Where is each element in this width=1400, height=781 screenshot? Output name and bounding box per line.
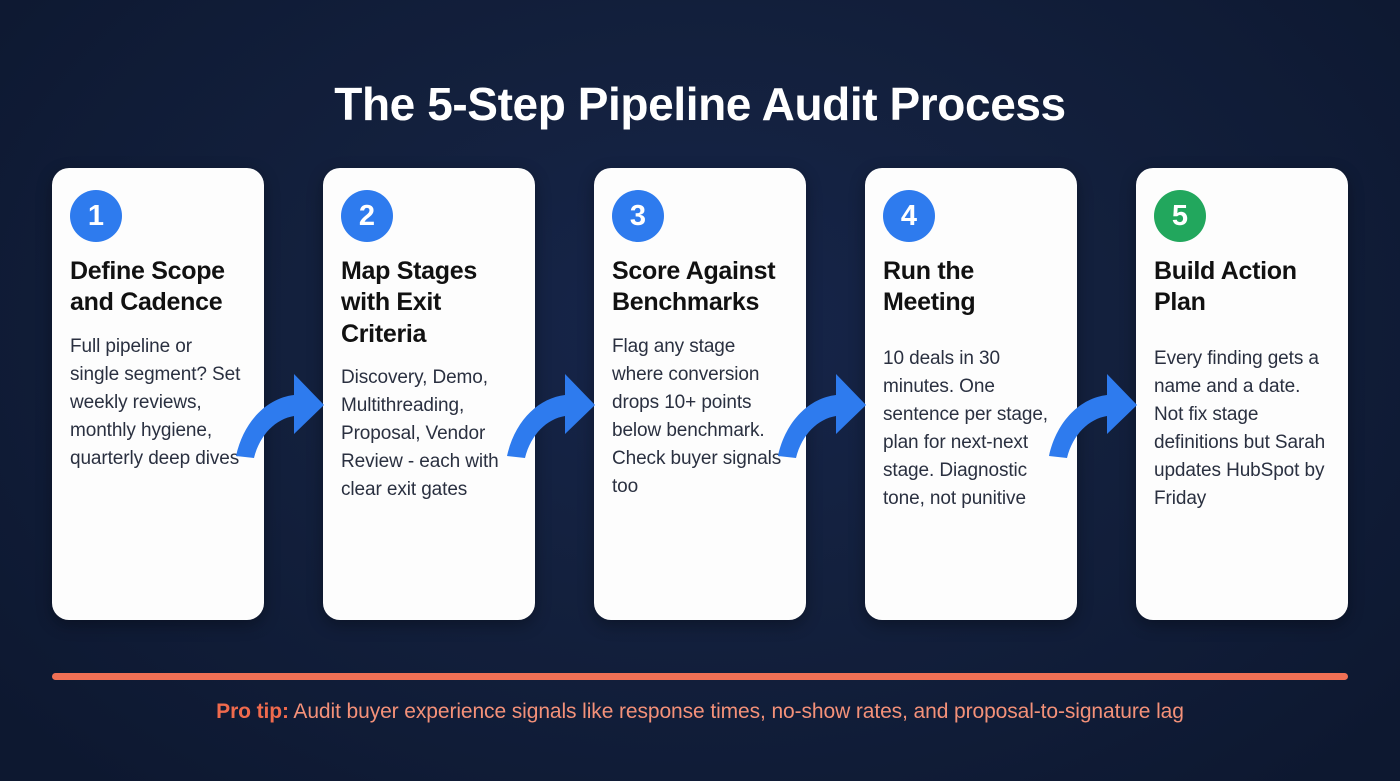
step-body-2: Discovery, Demo, Multithreading, Proposa… bbox=[341, 366, 499, 501]
step-body-1: Full pipeline or single segment? Set wee… bbox=[70, 335, 241, 469]
step-card-4: 4 Run the Meeting 10 deals in 30 minutes… bbox=[865, 168, 1077, 620]
page-title: The 5-Step Pipeline Audit Process bbox=[334, 77, 1066, 130]
step-body-5: Every finding gets a name and a date. No… bbox=[1154, 347, 1326, 510]
step-badge-2: 2 bbox=[341, 190, 393, 242]
step-title-2: Map Stages with Exit Criteria bbox=[341, 257, 477, 348]
pro-tip-label: Pro tip: bbox=[216, 700, 289, 723]
step-title-5: Build Action Plan bbox=[1154, 257, 1297, 317]
step-body-3: Flag any stage where conversion drops 10… bbox=[612, 335, 782, 498]
step-badge-5: 5 bbox=[1154, 190, 1206, 242]
step-title-1: Define Scope and Cadence bbox=[70, 257, 225, 317]
step-card-2: 2 Map Stages with Exit Criteria Discover… bbox=[323, 168, 535, 620]
step-card-1: 1 Define Scope and Cadence Full pipeline… bbox=[52, 168, 264, 620]
steps-row: 1 Define Scope and Cadence Full pipeline… bbox=[52, 168, 1348, 620]
step-badge-1: 1 bbox=[70, 190, 122, 242]
step-badge-3: 3 bbox=[612, 190, 664, 242]
step-body-4: 10 deals in 30 minutes. One sentence per… bbox=[883, 347, 1048, 510]
step-card-5: 5 Build Action Plan Every finding gets a… bbox=[1136, 168, 1348, 620]
step-title-3: Score Against Benchmarks bbox=[612, 257, 776, 317]
pro-tip-text: Audit buyer experience signals like resp… bbox=[288, 700, 1184, 723]
footer-divider bbox=[52, 673, 1348, 680]
step-title-4: Run the Meeting bbox=[883, 257, 976, 317]
pro-tip: Pro tip: Audit buyer experience signals … bbox=[0, 698, 1400, 726]
step-card-3: 3 Score Against Benchmarks Flag any stag… bbox=[594, 168, 806, 620]
step-badge-4: 4 bbox=[883, 190, 935, 242]
